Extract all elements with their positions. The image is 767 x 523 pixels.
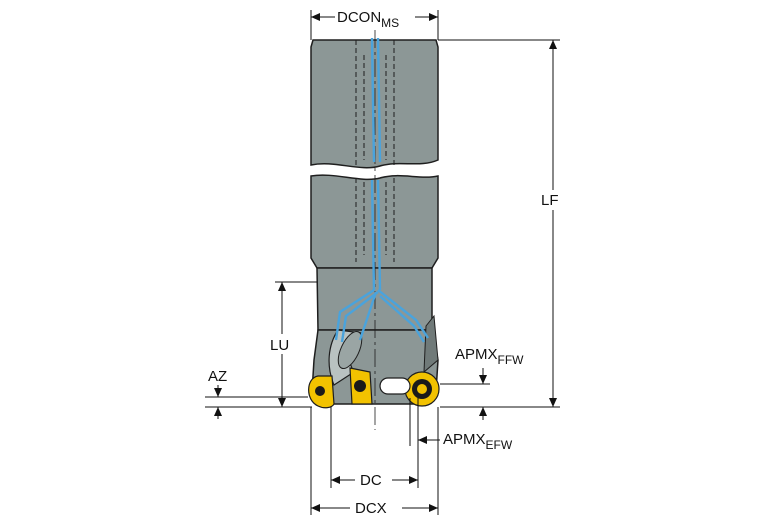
label-dc: DC (360, 472, 382, 489)
coolant-branch-right (377, 289, 429, 339)
inserts (308, 367, 440, 409)
dimension-arrows (214, 13, 557, 512)
shank-lower (310, 174, 439, 269)
chip-pocket-left-inner (337, 330, 363, 370)
label-lf: LF (541, 192, 559, 209)
label-dcon-ms: DCONMS (337, 9, 399, 30)
label-apmx-ffw: APMXFFW (455, 346, 524, 367)
coolant-branch-mid (358, 291, 378, 341)
coolant-branch-left-2 (340, 291, 379, 343)
label-az: AZ (208, 368, 227, 385)
hidden-bore-lines (355, 40, 395, 262)
coolant-channel-main (370, 37, 376, 163)
coolant-channel-main-2 (376, 37, 382, 163)
tool-body (310, 30, 439, 430)
shank-upper (310, 39, 439, 169)
label-dcx: DCX (355, 500, 387, 517)
insert-right-screw (417, 384, 427, 394)
label-lu: LU (270, 337, 289, 354)
insert-center-screw (354, 380, 366, 392)
coolant-channel-lower-2 (376, 179, 382, 291)
label-apmx-efw: APMXEFW (443, 431, 513, 452)
coolant-channels (334, 37, 429, 343)
dimension-lines (205, 10, 560, 515)
coolant-channel-lower (370, 179, 376, 291)
insert-left-screw (315, 386, 325, 396)
center-slot (379, 377, 411, 395)
coolant-branch-right-2 (379, 295, 426, 343)
chip-pocket-right (423, 314, 439, 374)
coolant-branch-left (334, 288, 375, 341)
